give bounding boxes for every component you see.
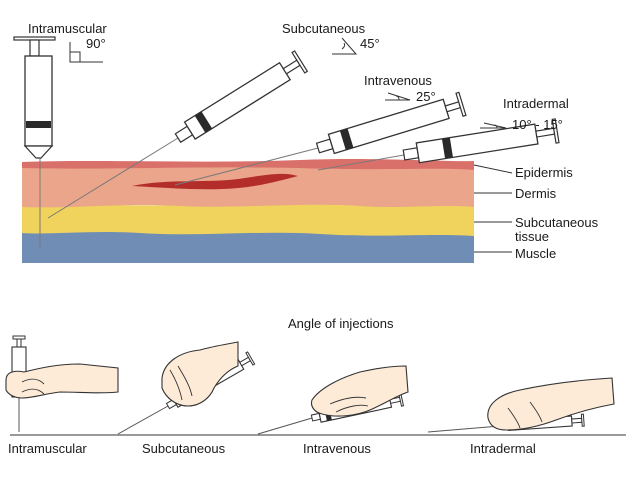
vein bbox=[132, 173, 298, 190]
tissue-cross-section bbox=[22, 159, 474, 263]
subcutaneous-layer bbox=[22, 202, 474, 236]
angle-90-icon bbox=[69, 42, 103, 63]
syringe-intradermal bbox=[402, 118, 560, 164]
label-intramuscular: Intramuscular bbox=[28, 21, 107, 36]
layer-label-dermis: Dermis bbox=[515, 186, 557, 201]
label-intravenous: Intravenous bbox=[364, 73, 432, 88]
angle-intradermal: 10° - 15° bbox=[512, 117, 563, 132]
layer-leader-lines bbox=[473, 164, 513, 253]
hand-intradermal bbox=[427, 377, 615, 433]
muscle-layer bbox=[22, 232, 474, 263]
intravenous-needle bbox=[174, 147, 319, 186]
syringe-subcutaneous bbox=[174, 50, 309, 144]
bottom-label-intravenous: Intravenous bbox=[303, 441, 371, 456]
bottom-label-intradermal: Intradermal bbox=[470, 441, 536, 456]
angle-25-icon bbox=[385, 92, 411, 101]
epidermis-layer bbox=[22, 159, 474, 170]
layer-label-subcutaneous-line2: tissue bbox=[515, 229, 549, 244]
angle-45-icon bbox=[332, 37, 358, 55]
intradermal-needle bbox=[317, 154, 405, 171]
label-intradermal: Intradermal bbox=[503, 96, 569, 111]
layer-label-epidermis: Epidermis bbox=[515, 165, 573, 180]
bottom-label-subcutaneous: Subcutaneous bbox=[142, 441, 226, 456]
angle-subcutaneous: 45° bbox=[360, 36, 380, 51]
subcutaneous-needle bbox=[47, 137, 179, 219]
syringe-intravenous bbox=[315, 91, 467, 155]
hand-intravenous bbox=[257, 365, 409, 435]
hand-subcutaneous bbox=[117, 341, 256, 435]
bottom-title: Angle of injections bbox=[288, 316, 394, 331]
syringe-intramuscular bbox=[13, 36, 56, 159]
angle-10-icon bbox=[480, 122, 507, 129]
hand-intramuscular bbox=[5, 335, 119, 432]
angle-intramuscular: 90° bbox=[86, 36, 106, 51]
needles bbox=[39, 137, 405, 248]
angle-intravenous: 25° bbox=[416, 89, 436, 104]
layer-label-subcutaneous: Subcutaneous bbox=[515, 215, 599, 230]
angle-symbols bbox=[69, 37, 507, 129]
layer-label-muscle: Muscle bbox=[515, 246, 556, 261]
bottom-label-intramuscular: Intramuscular bbox=[8, 441, 87, 456]
label-subcutaneous: Subcutaneous bbox=[282, 21, 366, 36]
